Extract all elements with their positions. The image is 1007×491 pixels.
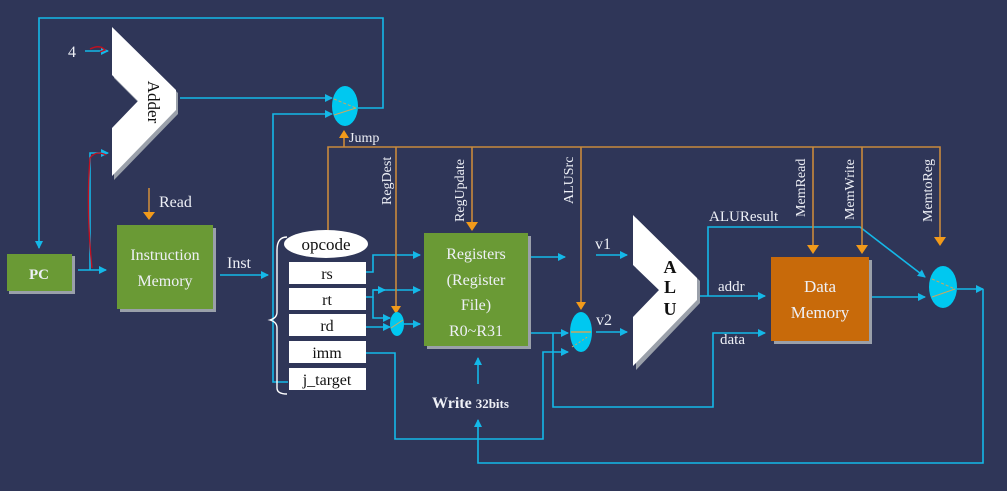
red-annotation [89,46,107,53]
field-imm-label: imm [312,345,342,362]
field-rd [289,314,366,336]
v1-label: v1 [595,236,611,253]
data-wires [35,17,984,464]
memtoreg-mux [929,266,957,308]
red-annotation [87,152,107,269]
instruction-memory-line2: Memory [137,273,192,290]
control-wires [143,130,946,314]
data-memory-block [771,257,869,341]
field-opcode [284,230,368,258]
alu-letter-a: A [664,257,677,277]
instruction-fields: opcode rs rt rd imm j_target [267,230,368,395]
registers-line2: (Register [447,272,506,289]
v2-label: v2 [596,312,612,329]
alu-letter-u: U [664,299,677,319]
read-arrow-icon [143,212,155,220]
memtoreg-signal-label: MemtoReg [921,159,936,222]
const-four-label: 4 [68,44,76,61]
pc-label: PC [29,267,49,283]
data-memory-line1: Data [804,277,837,296]
regupdate-signal-label: RegUpdate [453,159,468,222]
read-signal-label: Read [159,194,192,211]
field-opcode-label: opcode [301,235,350,254]
registers-line3: File) [461,297,491,314]
field-rs [289,262,366,284]
alu-unit: A L U [633,215,700,370]
alusrc-mux [570,312,592,352]
wire-aluresult [707,226,926,296]
wire-rt [366,286,421,298]
registers-line4: R0~R31 [449,323,503,340]
wire-jtarget [272,110,333,383]
addr-label: addr [718,279,745,295]
regdest-signal-label: RegDest [380,157,395,205]
instruction-memory-line1: Instruction [130,247,199,264]
adder-label: Adder [144,81,163,124]
data-memory-line2: Memory [791,303,850,322]
field-j-target-label: j_target [302,372,352,389]
wire-rs [366,251,421,273]
jump-signal-label: Jump [349,131,379,146]
registers-line1: Registers [446,246,506,263]
adder-unit: Adder [112,27,178,180]
brace-icon [267,236,288,395]
inst-label: Inst [227,255,252,272]
field-rs-label: rs [321,266,333,283]
pc-register [7,254,72,291]
field-imm [289,341,366,363]
field-rt [289,288,366,310]
jump-arrow-icon [339,130,349,138]
regdest-mux [390,312,404,336]
wire-imm [366,348,569,440]
field-rt-label: rt [322,292,332,309]
instruction-memory-block [117,225,213,309]
register-file-block [424,233,528,346]
field-j-target [289,368,366,390]
wire-next-pc [35,17,384,249]
write-label: Write 32bits [432,395,509,412]
alusrc-signal-label: ALUSrc [562,157,577,204]
aluresult-label: ALUResult [709,209,779,225]
alu-letter-l: L [664,277,676,297]
data-label: data [720,332,745,348]
memwrite-signal-label: MemWrite [843,159,858,220]
jump-mux [332,86,358,126]
field-rd-label: rd [320,318,333,335]
memread-signal-label: MemRead [794,159,809,217]
wire-store-data [552,329,766,408]
wire-pc-adder [89,149,109,270]
